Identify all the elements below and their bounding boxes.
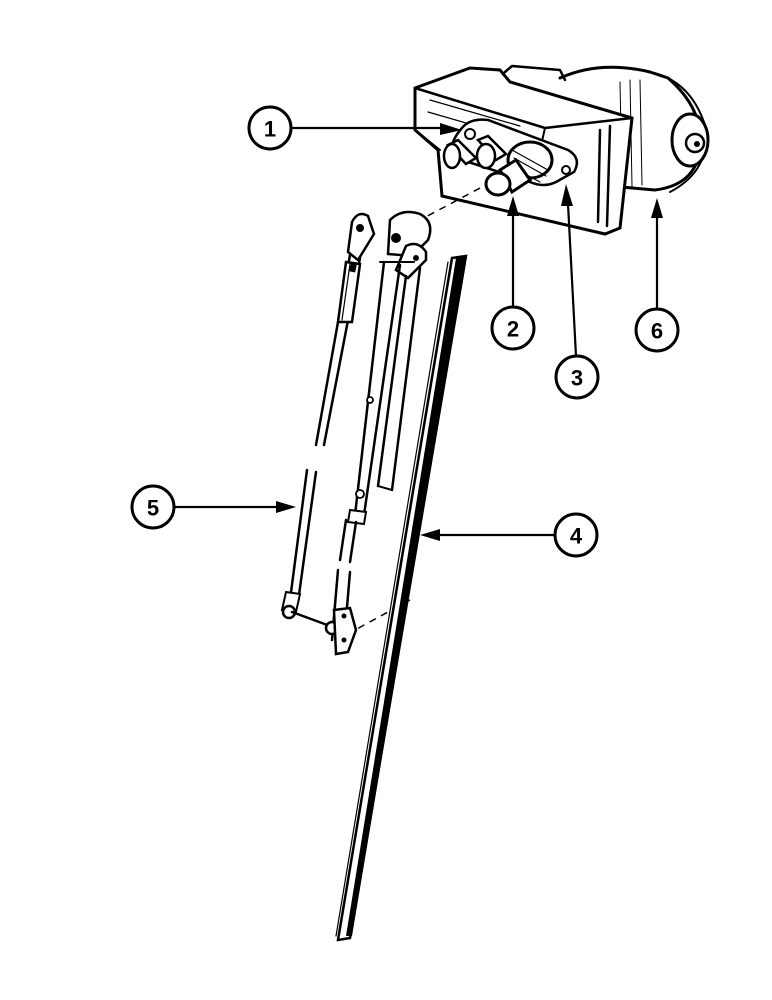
wiper-blade [335, 254, 468, 942]
callout-6: 6 [634, 307, 680, 353]
output-shaft [484, 140, 554, 197]
callout-3: 3 [554, 354, 600, 400]
callout-2-label: 2 [507, 317, 519, 342]
leader-lines [174, 123, 663, 541]
callout-5: 5 [130, 484, 176, 530]
callout-6-label: 6 [651, 319, 663, 344]
callout-4-label: 4 [570, 524, 583, 549]
callout-1: 1 [247, 105, 293, 151]
wiper-motor [413, 64, 710, 236]
callout-5-label: 5 [147, 496, 159, 521]
mounting-studs [442, 134, 509, 170]
wiper-arm [280, 210, 432, 656]
callout-1-label: 1 [264, 117, 276, 142]
callout-4: 4 [553, 512, 599, 558]
callout-2: 2 [490, 305, 536, 351]
callout-3-label: 3 [571, 366, 583, 391]
